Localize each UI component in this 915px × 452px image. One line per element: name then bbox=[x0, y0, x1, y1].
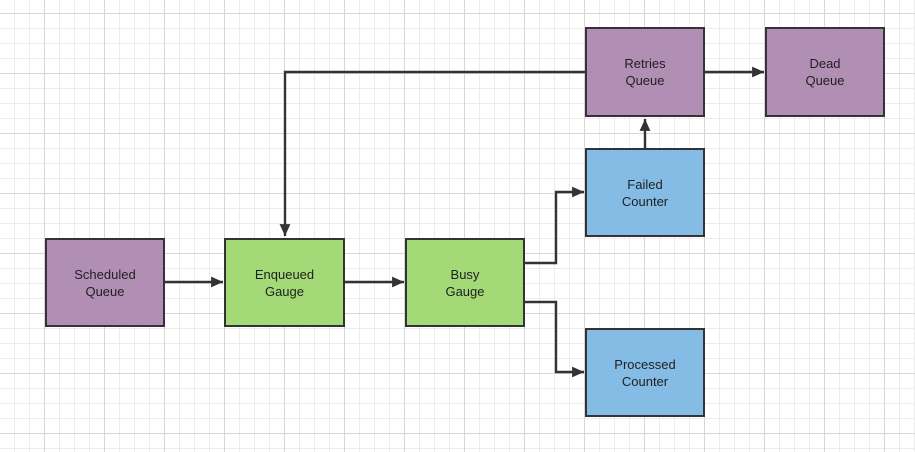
node-failed-counter[interactable]: Failed Counter bbox=[585, 148, 705, 237]
node-retries-queue[interactable]: Retries Queue bbox=[585, 27, 705, 117]
node-scheduled-queue[interactable]: Scheduled Queue bbox=[45, 238, 165, 327]
edge-busy-to-processed[interactable] bbox=[525, 300, 584, 378]
node-processed-counter[interactable]: Processed Counter bbox=[585, 328, 705, 417]
edge-retries-to-enqueued[interactable] bbox=[279, 70, 585, 236]
node-processed-counter-label: Processed Counter bbox=[614, 356, 676, 389]
node-retries-queue-label: Retries Queue bbox=[624, 56, 666, 88]
node-busy-gauge-label: Busy Gauge bbox=[445, 266, 485, 299]
node-enqueued-gauge[interactable]: Enqueued Gauge bbox=[224, 238, 345, 327]
node-failed-counter-label: Failed Counter bbox=[621, 176, 669, 209]
edge-busy-to-failed[interactable] bbox=[525, 186, 584, 265]
node-busy-gauge[interactable]: Busy Gauge bbox=[405, 238, 525, 327]
node-dead-queue-label: Dead Queue bbox=[805, 56, 845, 88]
node-enqueued-gauge-label: Enqueued Gauge bbox=[254, 266, 315, 299]
node-dead-queue[interactable]: Dead Queue bbox=[765, 27, 885, 117]
node-scheduled-queue-label: Scheduled Queue bbox=[74, 266, 136, 299]
